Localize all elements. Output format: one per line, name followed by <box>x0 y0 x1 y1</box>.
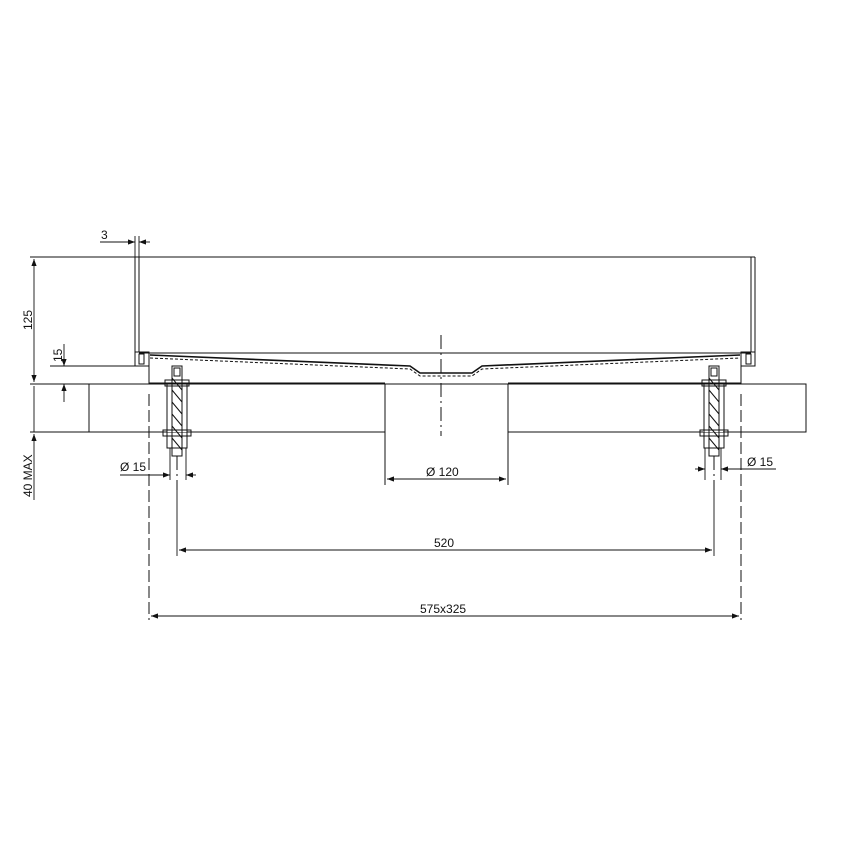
dim-deck-thickness: 40 MAX <box>21 386 37 500</box>
dim-label-520: 520 <box>434 536 454 550</box>
dim-right-bolt-diameter: Ø 15 <box>695 448 776 480</box>
dim-label-125: 125 <box>21 310 35 330</box>
dim-label-15: 15 <box>51 348 65 362</box>
left-bolt <box>148 365 192 620</box>
dim-drain-diameter: Ø 120 <box>387 465 506 482</box>
dim-label-left-d15: Ø 15 <box>120 460 146 474</box>
dim-base-offset: 15 <box>50 344 135 402</box>
right-bolt <box>699 365 742 620</box>
dim-overall-size: 575x325 <box>151 602 739 619</box>
dim-bolt-spacing: 520 <box>176 490 715 556</box>
dim-left-bolt-diameter: Ø 15 <box>120 448 196 480</box>
dim-label-right-d15: Ø 15 <box>747 455 773 469</box>
dim-wall-thickness: 3 <box>100 228 150 257</box>
dim-label-d120: Ø 120 <box>426 465 459 479</box>
deck-section <box>30 383 807 433</box>
dim-label-575x325: 575x325 <box>420 602 466 616</box>
dim-label-40-max: 40 MAX <box>21 454 35 497</box>
dim-height: 125 <box>21 256 135 382</box>
dim-label-3: 3 <box>101 228 108 242</box>
tray-body <box>134 256 756 384</box>
